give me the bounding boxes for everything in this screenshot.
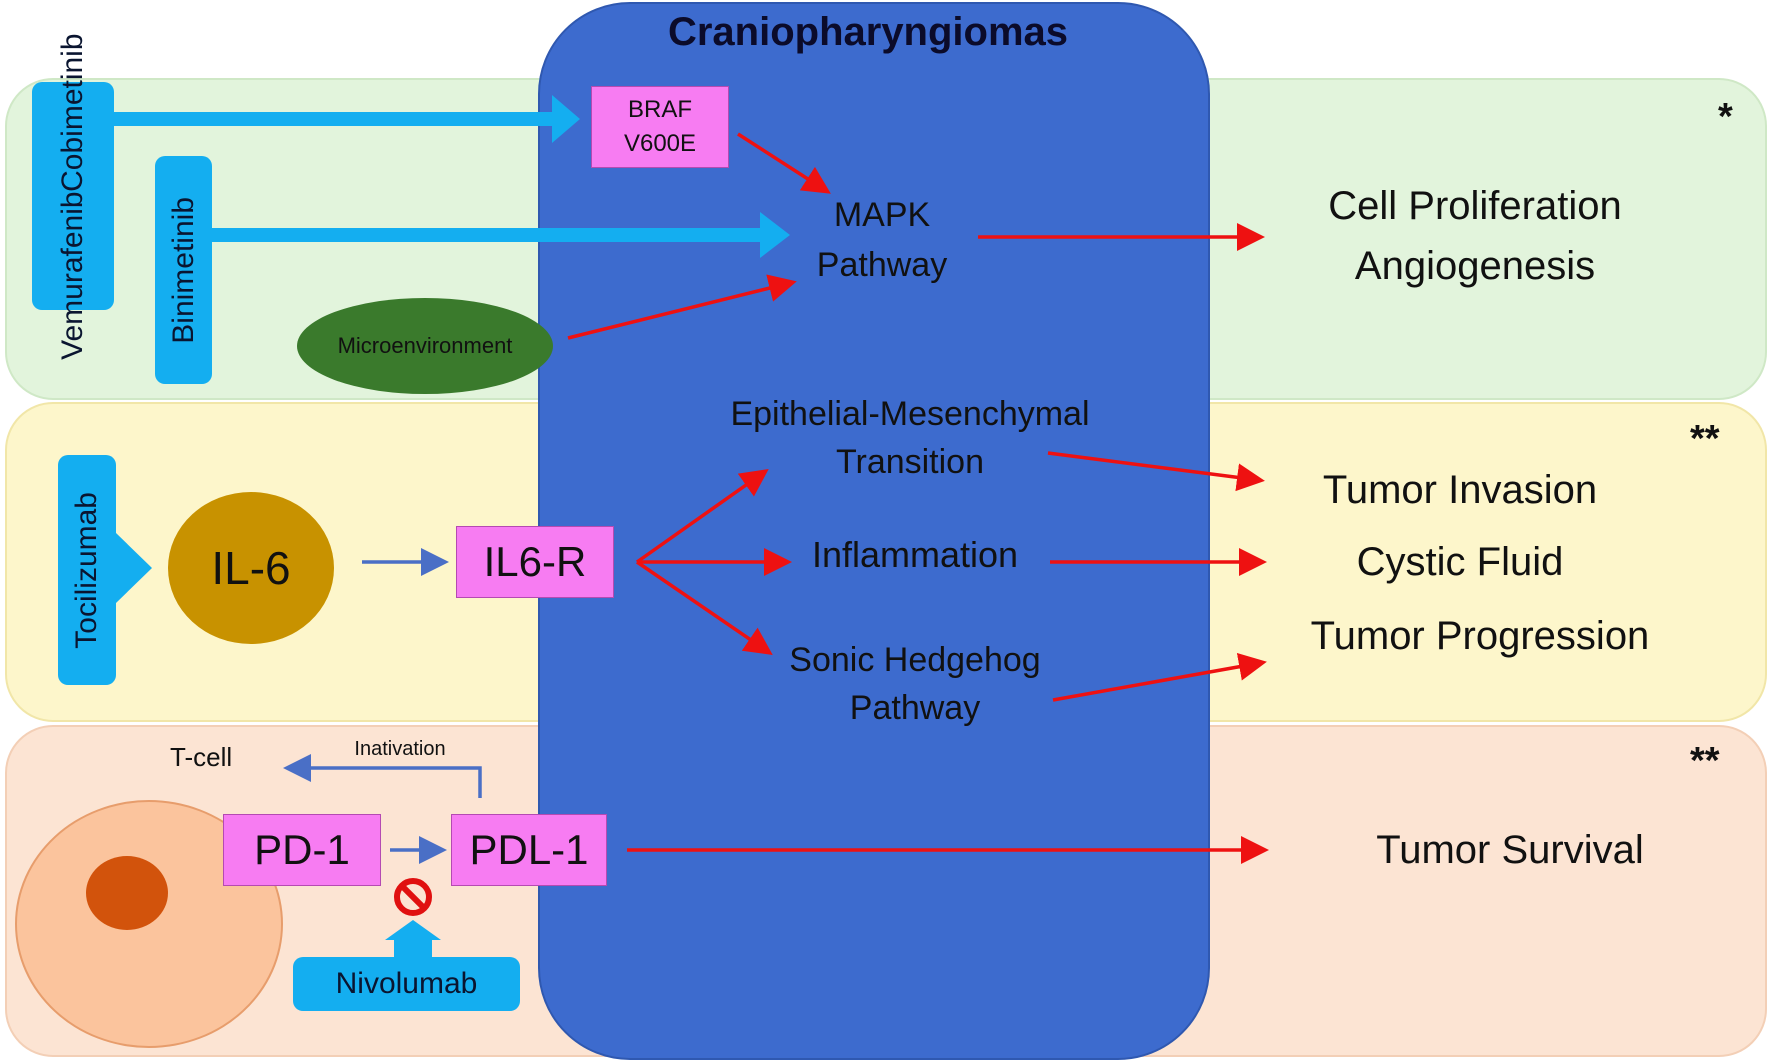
inactivation-arrow xyxy=(283,754,482,798)
emt-line1: Epithelial-Mesenchymal xyxy=(730,395,1090,433)
no-entry-icon xyxy=(394,878,432,916)
il6r-to-shh-arrow xyxy=(636,560,773,655)
shh-line2: Pathway xyxy=(849,689,981,727)
binimetinib-arrow-shaft xyxy=(212,228,762,242)
emt-to-invasion-arrow xyxy=(1047,451,1265,492)
tocilizumab-arrow-head xyxy=(116,533,152,603)
il6r-to-emt-arrow xyxy=(635,468,769,564)
emt-line2: Transition xyxy=(835,443,985,481)
vemurafenib-arrow-head xyxy=(552,95,580,143)
drug-arrows xyxy=(114,95,790,960)
tumor-invasion-label: Tumor Invasion xyxy=(1322,468,1598,512)
nivolumab-arrow-shaft xyxy=(394,938,432,960)
star-peach: ** xyxy=(1690,740,1720,782)
braf-v600e-box: BRAF V600E xyxy=(591,86,729,168)
cystic-fluid-label: Cystic Fluid xyxy=(1356,540,1564,584)
v600e-label: V600E xyxy=(623,130,697,157)
tumor-progression-label: Tumor Progression xyxy=(1310,614,1650,658)
mapk-pathway-label: MAPK Pathway xyxy=(782,190,982,290)
emt-label: Epithelial-Mesenchymal Transition xyxy=(690,390,1130,486)
diagram-title: Craniopharyngiomas xyxy=(667,10,1069,54)
vemurafenib-cobimetinib-box: Vemurafenib Cobimetinib xyxy=(32,33,114,359)
il6r-box: IL6-R xyxy=(456,526,614,598)
blue-arrows xyxy=(283,548,482,864)
tocilizumab-box: Tocilizumab xyxy=(58,455,116,685)
mapk-line2: Pathway xyxy=(816,246,948,284)
vemurafenib-arrow-shaft xyxy=(114,112,554,126)
pd1-box: PD-1 xyxy=(223,814,381,886)
shh-to-progression-arrow xyxy=(1052,652,1267,702)
binimetinib-arrow-head xyxy=(760,212,790,258)
red-arrows xyxy=(567,132,1269,864)
microenvironment-label: Microenvironment xyxy=(337,333,513,358)
nivolumab-box: Nivolumab xyxy=(293,957,520,1011)
microenv-to-mapk-arrow xyxy=(567,274,797,340)
il6-label: IL-6 xyxy=(211,542,291,594)
mapk-line1: MAPK xyxy=(833,196,931,234)
tumor-survival-label: Tumor Survival xyxy=(1376,828,1644,872)
angiogenesis-label: Angiogenesis xyxy=(1354,244,1596,288)
binimetinib-box: Binimetinib xyxy=(155,156,212,384)
tcell-label: T-cell xyxy=(170,742,233,772)
nivolumab-label: Nivolumab xyxy=(335,967,478,1000)
nivolumab-arrow-head xyxy=(385,920,441,940)
tcell-nucleus xyxy=(86,856,168,930)
pd1-label: PD-1 xyxy=(254,826,350,873)
star-green: * xyxy=(1718,96,1733,138)
braf-label: BRAF xyxy=(627,96,692,123)
pdl1-box: PDL-1 xyxy=(451,814,607,886)
inactivation-label: Inativation xyxy=(354,738,446,760)
inflammation-label: Inflammation xyxy=(811,534,1019,575)
sonic-hedgehog-label: Sonic Hedgehog Pathway xyxy=(750,636,1080,732)
star-yellow: ** xyxy=(1690,418,1720,460)
cell-proliferation-label: Cell Proliferation xyxy=(1328,184,1622,228)
pdl1-label: PDL-1 xyxy=(469,826,589,873)
tumor-region xyxy=(538,2,1210,1060)
microenvironment-node: Microenvironment xyxy=(297,298,553,394)
il6-circle: IL-6 xyxy=(168,492,334,644)
braf-to-mapk-arrow xyxy=(737,132,831,194)
il6r-label: IL6-R xyxy=(483,538,587,585)
shh-line1: Sonic Hedgehog xyxy=(789,641,1041,679)
